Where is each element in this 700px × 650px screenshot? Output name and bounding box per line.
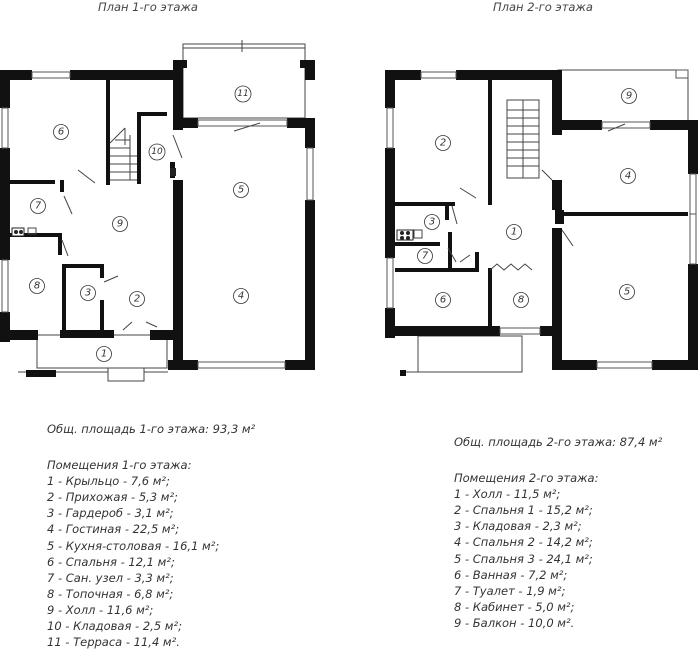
list-item: 6 - Ванная - 7,2 м²; <box>454 567 568 582</box>
plan2-total-area: Общ. площадь 2-го этажа: 87,4 м² <box>454 435 663 449</box>
room-label: 7 <box>35 201 42 212</box>
plan2-legend: Общ. площадь 2-го этажа: 87,4 м² Помещен… <box>454 434 662 631</box>
list-item: 11 - Терраса - 11,4 м². <box>47 635 180 650</box>
list-item: 4 - Гостиная - 22,5 м²; <box>47 522 180 537</box>
room-label: 3 <box>429 217 435 228</box>
list-item: 9 - Балкон - 10,0 м². <box>454 615 575 630</box>
list-item: 5 - Кухня-столовая - 16,1 м²; <box>47 538 220 553</box>
room-label: 9 <box>117 219 123 230</box>
plan2-title: План 2-го этажа <box>493 0 593 14</box>
plan1-total-area: Общ. площадь 1-го этажа: 93,3 м² <box>47 422 256 436</box>
plan2-rooms-heading: Помещения 2-го этажа: <box>454 471 599 486</box>
room-label: 4 <box>238 291 244 302</box>
list-item: 6 - Спальня - 12,1 м²; <box>47 554 175 569</box>
list-item: 1 - Крыльцо - 7,6 м²; <box>47 474 170 489</box>
plan1-room-labels: 1 2 3 4 5 6 7 8 9 10 11 <box>29 85 252 362</box>
room-label: 1 <box>101 349 107 360</box>
list-item: 8 - Топочная - 6,8 м²; <box>47 586 174 601</box>
list-item: 9 - Холл - 11,6 м²; <box>47 602 154 617</box>
floor-plans-drawing: 1 2 3 4 5 6 7 8 9 10 11 <box>0 40 698 382</box>
plan2-room-list: 1 - Холл - 11,5 м²; 2 - Спальня 1 - 15,2… <box>454 486 662 631</box>
room-label: 2 <box>134 294 140 305</box>
room-label: 7 <box>422 251 429 262</box>
room-label: 3 <box>85 288 91 299</box>
plan1-drawing: 1 2 3 4 5 6 7 8 9 10 11 <box>0 40 315 382</box>
list-item: 7 - Туалет - 1,9 м²; <box>454 583 566 598</box>
list-item: 2 - Спальня 1 - 15,2 м²; <box>454 503 593 518</box>
list-item: 3 - Гардероб - 3,1 м²; <box>47 506 174 521</box>
room-label: 2 <box>440 138 446 149</box>
room-label: 4 <box>625 171 631 182</box>
room-label: 1 <box>511 227 517 238</box>
room-label: 5 <box>624 287 630 298</box>
list-item: 8 - Кабинет - 5,0 м²; <box>454 599 575 614</box>
room-label: 9 <box>626 91 632 102</box>
wall <box>0 70 32 80</box>
plan1-rooms-heading: Помещения 1-го этажа: <box>47 458 192 473</box>
room-label: 8 <box>518 295 524 306</box>
plan1-room-list: 1 - Крыльцо - 7,6 м²; 2 - Прихожая - 5,3… <box>47 473 255 650</box>
terrace-outline <box>182 43 306 119</box>
room-label: 5 <box>238 185 244 196</box>
plan1-title: План 1-го этажа <box>98 0 198 14</box>
list-item: 2 - Прихожая - 5,3 м²; <box>47 490 178 505</box>
list-item: 3 - Кладовая - 2,3 м²; <box>454 519 582 534</box>
room-label: 8 <box>34 281 40 292</box>
room-label: 11 <box>237 89 248 99</box>
room-label: 6 <box>440 295 446 306</box>
list-item: 4 - Спальня 2 - 14,2 м²; <box>454 535 593 550</box>
list-item: 5 - Спальня 3 - 24,1 м²; <box>454 551 593 566</box>
room-label: 6 <box>58 127 64 138</box>
list-item: 1 - Холл - 11,5 м²; <box>454 487 561 502</box>
plan2-drawing: 1 2 3 4 5 6 7 8 9 <box>385 69 698 376</box>
plan1-legend: Общ. площадь 1-го этажа: 93,3 м² Помещен… <box>47 421 255 650</box>
plan2-room-labels: 1 2 3 4 5 6 7 8 9 <box>417 88 637 308</box>
list-item: 10 - Кладовая - 2,5 м²; <box>47 619 182 634</box>
list-item: 7 - Сан. узел - 3,3 м²; <box>47 570 174 585</box>
room-label: 10 <box>151 147 163 157</box>
